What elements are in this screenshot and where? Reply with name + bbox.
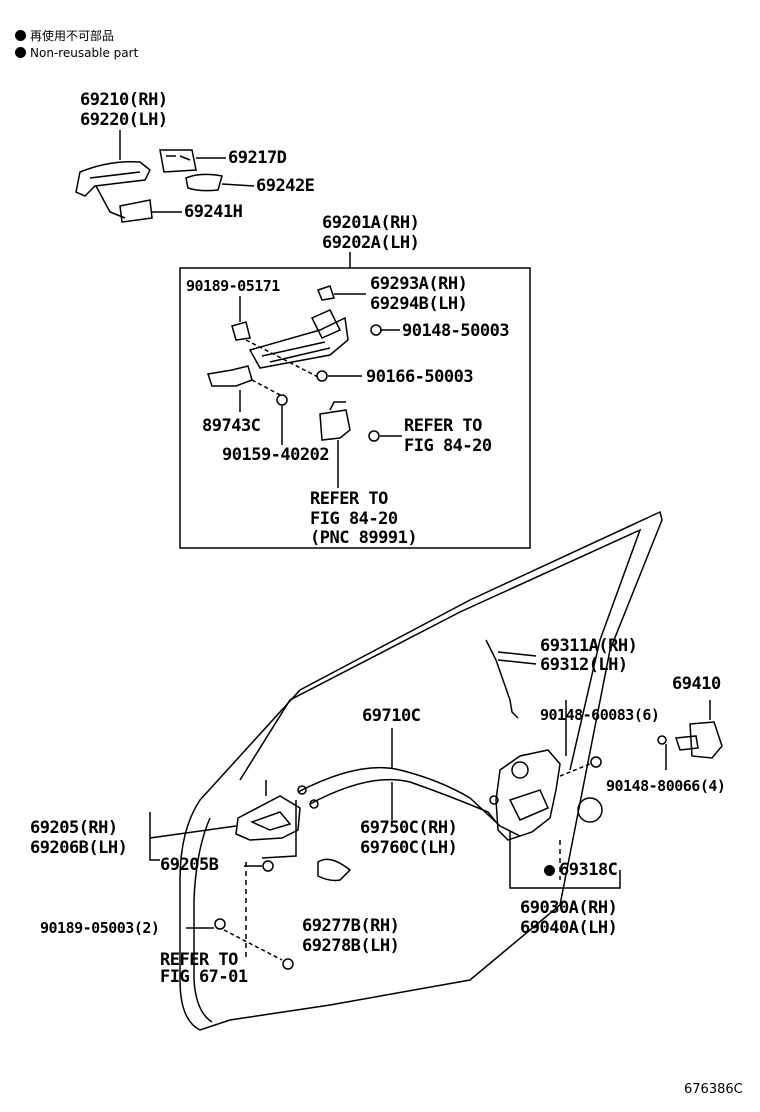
label-69410: 69410 <box>672 674 721 694</box>
label-69710C: 69710C <box>362 706 421 726</box>
striker-69410-drawing <box>657 721 723 759</box>
label-69318C: 69318C <box>544 860 618 880</box>
leader-69311A <box>497 651 537 665</box>
label-69277B: 69277B(RH) <box>302 916 400 936</box>
screw-90189-05003-icon <box>214 918 226 930</box>
outside-handle-drawing <box>75 149 223 223</box>
label-69030A: 69030A(RH) <box>520 898 618 918</box>
frame-dashed-guides <box>245 339 321 397</box>
label-handle-lh: 69220(LH) <box>80 110 168 130</box>
leader-69205 <box>149 812 237 861</box>
lock-cable-drawing <box>297 766 501 827</box>
label-frame-rh: 69201A(RH) <box>322 213 420 233</box>
label-69205B: 69205B <box>160 855 219 875</box>
label-89743C: 89743C <box>202 416 261 436</box>
label-69278B: 69278B(LH) <box>302 936 400 956</box>
label-handle-rh: 69210(RH) <box>80 90 168 110</box>
label-90148-60083: 90148-60083(6) <box>540 706 660 724</box>
label-69040A: 69040A(LH) <box>520 918 618 938</box>
label-refer3-a: REFER TO <box>160 950 238 970</box>
label-refer3-b: FIG 67-01 <box>160 967 248 987</box>
label-69217D: 69217D <box>228 148 287 168</box>
label-refer1-b: FIG 84-20 <box>404 436 492 456</box>
label-69241H: 69241H <box>184 202 243 222</box>
label-69205-rh: 69205(RH) <box>30 818 118 838</box>
door-outline-drawing <box>179 510 663 1031</box>
cover-69277B-drawing <box>317 858 352 882</box>
leader-69030A <box>509 830 621 889</box>
label-refer2-a: REFER TO <box>310 489 388 509</box>
label-69760C: 69760C(LH) <box>360 838 458 858</box>
label-69294B: 69294B(LH) <box>370 294 468 314</box>
non-reusable-dot-icon <box>15 47 26 58</box>
legend-jp: 再使用不可部品 <box>15 27 114 44</box>
legend-en: Non-reusable part <box>15 46 138 60</box>
label-69293A: 69293A(RH) <box>370 274 468 294</box>
label-69206B: 69206B(LH) <box>30 838 128 858</box>
label-refer2-c: (PNC 89991) <box>310 528 418 548</box>
bolt-refer-icon <box>282 958 294 970</box>
figure-id: 676386C <box>684 1082 743 1097</box>
inside-handle-drawing <box>235 780 301 872</box>
label-90189-05003: 90189-05003(2) <box>40 919 160 937</box>
dashed-guide-bolt <box>223 929 283 961</box>
door-lock-assembly-drawing <box>495 749 603 841</box>
label-90148-80066: 90148-80066(4) <box>606 777 726 795</box>
label-frame-lh: 69202A(LH) <box>322 233 420 253</box>
lock-rod-drawing <box>485 639 519 719</box>
label-90148-50003: 90148-50003 <box>402 321 510 341</box>
non-reusable-dot-icon <box>544 865 555 876</box>
label-refer2-b: FIG 84-20 <box>310 509 398 529</box>
label-69312: 69312(LH) <box>540 655 628 675</box>
label-90166-50003: 90166-50003 <box>366 367 474 387</box>
leader-69242E <box>221 183 255 187</box>
label-69242E: 69242E <box>256 176 315 196</box>
label-69750C: 69750C(RH) <box>360 818 458 838</box>
label-refer1-a: REFER TO <box>404 416 482 436</box>
label-90159-40202: 90159-40202 <box>222 445 330 465</box>
label-90189-05171: 90189-05171 <box>186 277 280 295</box>
non-reusable-dot-icon <box>15 30 26 41</box>
frame-assembly-box <box>179 267 531 549</box>
label-69311A: 69311A(RH) <box>540 636 638 656</box>
